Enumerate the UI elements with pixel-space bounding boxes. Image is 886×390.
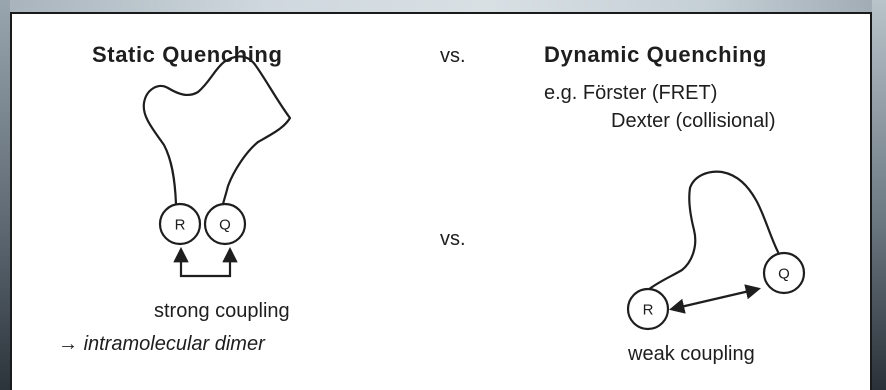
weak-coupling-caption: weak coupling: [628, 343, 755, 365]
dynamic-coupling-arrow: [669, 284, 761, 314]
dynamic-q-circle: Q: [762, 251, 806, 295]
dexter-example: Dexter (collisional): [611, 110, 776, 132]
diagram-panel: [10, 12, 872, 390]
static-coupling-arrow: [173, 246, 238, 278]
dynamic-q-label: Q: [778, 266, 790, 283]
dynamic-r-label: R: [643, 302, 654, 319]
vs-label-top: vs.: [440, 45, 466, 67]
background-right: [872, 0, 886, 390]
static-molecule-chain: [142, 55, 292, 206]
dynamic-r-circle: R: [626, 287, 670, 331]
dynamic-quenching-title: Dynamic Quenching: [544, 42, 767, 67]
caption-arrow: →: [58, 333, 78, 355]
vs-label-middle: vs.: [440, 228, 466, 250]
forster-example: e.g. Förster (FRET): [544, 82, 718, 104]
static-quenching-title: Static Quenching: [92, 42, 283, 67]
static-r-circle: R: [158, 202, 202, 246]
background-top: [0, 0, 886, 12]
static-r-label: R: [175, 217, 186, 234]
background-left: [0, 0, 10, 390]
static-q-circle: Q: [203, 202, 247, 246]
intramolecular-dimer-caption: → intramolecular dimer: [58, 333, 265, 356]
static-q-label: Q: [219, 217, 231, 234]
intramolecular-dimer-text: intramolecular dimer: [83, 333, 265, 355]
dynamic-molecule-chain: [646, 170, 780, 292]
strong-coupling-caption: strong coupling: [154, 300, 290, 322]
